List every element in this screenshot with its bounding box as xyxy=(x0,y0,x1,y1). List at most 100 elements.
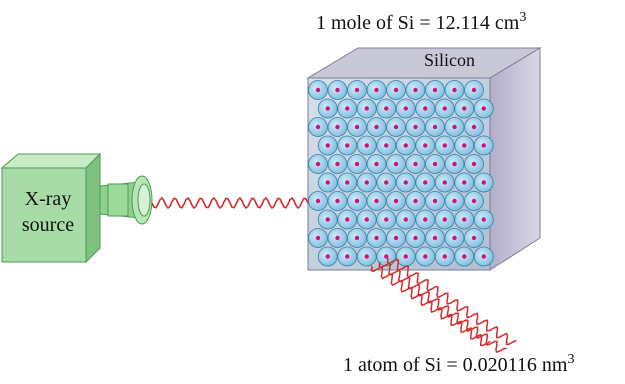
atom-nucleus xyxy=(452,198,457,204)
atom-nucleus xyxy=(481,217,486,222)
atom-nucleus xyxy=(432,124,438,130)
atom-nucleus xyxy=(462,106,467,111)
silicon-block xyxy=(306,47,542,271)
atom-nucleus xyxy=(315,161,321,167)
atom-nucleus xyxy=(413,235,418,241)
atom-nucleus xyxy=(423,143,428,148)
scattered-xray-waves xyxy=(370,257,517,354)
atom-nucleus xyxy=(462,180,467,185)
atom-nucleus xyxy=(403,217,408,222)
atom-nucleus xyxy=(393,198,399,204)
atom-nucleus xyxy=(374,87,379,93)
atom-nucleus xyxy=(384,254,389,259)
atom-nucleus xyxy=(393,124,399,130)
atom-nucleus xyxy=(315,87,321,93)
atom-nucleus xyxy=(364,106,369,111)
camera-side-face xyxy=(85,152,101,264)
atom-nucleus xyxy=(432,198,438,204)
atom-nucleus xyxy=(384,106,389,111)
xray-source-label: X-ray source xyxy=(21,188,75,236)
atom-nucleus xyxy=(335,87,340,93)
camera-top-face xyxy=(0,153,102,169)
atom-nucleus xyxy=(325,254,330,259)
atom-nucleus xyxy=(345,143,350,148)
atom-nucleus xyxy=(413,161,418,167)
atom-nucleus xyxy=(384,143,389,148)
atom-nucleus xyxy=(452,235,457,241)
atom-nucleus xyxy=(374,161,379,167)
atom-nucleus xyxy=(345,180,350,185)
atom-nucleus xyxy=(432,87,438,93)
atom-nucleus xyxy=(335,198,340,204)
atom-nucleus xyxy=(364,180,369,185)
silicon-block-side-face xyxy=(489,47,541,271)
atom-nucleus xyxy=(325,217,330,222)
atom-nucleus xyxy=(354,124,360,130)
atom-nucleus xyxy=(384,180,389,185)
atom-nucleus xyxy=(393,87,399,93)
atom-nucleus xyxy=(442,143,447,148)
atom-nucleus xyxy=(423,217,428,222)
camera-front-face xyxy=(1,167,87,263)
atom-nucleus xyxy=(393,161,399,167)
atom-nucleus xyxy=(413,87,418,93)
atom-nucleus xyxy=(374,198,379,204)
scattered-xray-wave xyxy=(386,257,517,346)
atom-nucleus xyxy=(423,180,428,185)
atom-nucleus xyxy=(335,235,340,241)
atom-nucleus xyxy=(481,180,486,185)
atom-nucleus xyxy=(354,235,360,241)
atom-nucleus xyxy=(374,124,379,130)
atom-nucleus xyxy=(432,161,438,167)
atom-nucleus xyxy=(481,143,486,148)
atom-nucleus xyxy=(413,124,418,130)
atom-nucleus xyxy=(481,106,486,111)
atom-nucleus xyxy=(364,217,369,222)
atom-nucleus xyxy=(325,180,330,185)
atom-nucleus xyxy=(471,124,477,130)
silicon-label: Silicon xyxy=(424,50,476,70)
atom-nucleus xyxy=(325,143,330,148)
atom-nucleus xyxy=(364,254,369,259)
atom-nucleus xyxy=(354,198,360,204)
atom-nucleus xyxy=(354,161,360,167)
atom-nucleus xyxy=(471,198,477,204)
atom-nucleus xyxy=(325,106,330,111)
atom-nucleus xyxy=(481,254,486,259)
atom-nucleus xyxy=(462,217,467,222)
atom-nucleus xyxy=(315,124,321,130)
atom-nucleus xyxy=(335,124,340,130)
atom-nucleus xyxy=(403,180,408,185)
silicon-atom-lattice xyxy=(308,80,494,267)
atom-nucleus xyxy=(423,106,428,111)
scattered-xray-wave xyxy=(370,265,491,347)
camera-lens-collar xyxy=(107,183,129,217)
atom-volume-label: 1 atom of Si = 0.020116 nm3 xyxy=(343,352,575,377)
atom-nucleus xyxy=(393,235,399,241)
atom-nucleus xyxy=(413,198,418,204)
atom-nucleus xyxy=(423,254,428,259)
atom-nucleus xyxy=(452,161,457,167)
atom-nucleus xyxy=(442,254,447,259)
atom-nucleus xyxy=(452,87,457,93)
incident-xray-wave xyxy=(151,196,309,210)
atom-nucleus xyxy=(345,106,350,111)
atom-nucleus xyxy=(374,235,379,241)
scattered-xray-wave xyxy=(378,261,507,354)
atom-nucleus xyxy=(403,106,408,111)
atom-nucleus xyxy=(442,106,447,111)
atom-nucleus xyxy=(364,143,369,148)
atom-nucleus xyxy=(403,254,408,259)
atom-nucleus xyxy=(335,161,340,167)
atom-nucleus xyxy=(471,161,477,167)
atom-nucleus xyxy=(384,217,389,222)
atom-nucleus xyxy=(471,87,477,93)
atom-nucleus xyxy=(442,217,447,222)
atom-nucleus xyxy=(315,198,321,204)
xray-source-camera xyxy=(0,152,153,264)
atom-nucleus xyxy=(462,143,467,148)
atom-nucleus xyxy=(432,235,438,241)
mole-volume-label: 1 mole of Si = 12.114 cm3 xyxy=(316,10,527,35)
